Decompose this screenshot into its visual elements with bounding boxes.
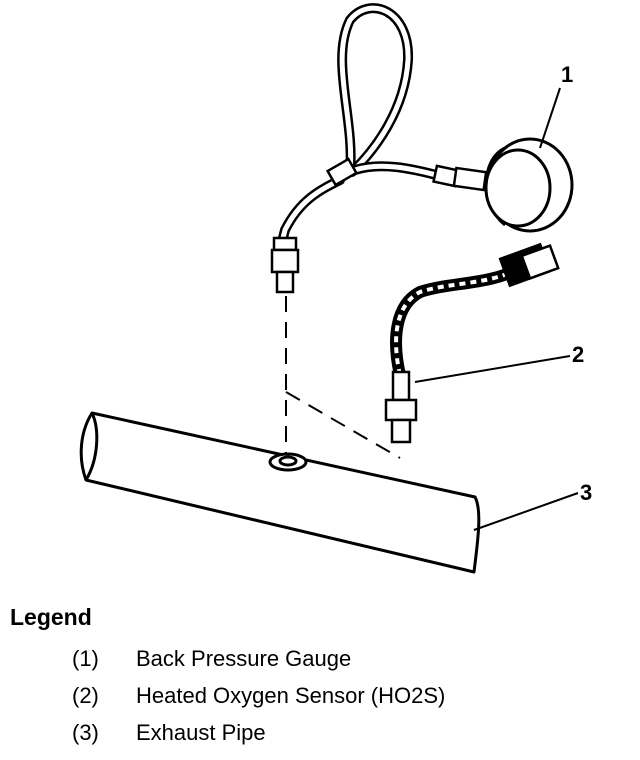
oxygen-sensor <box>384 242 560 444</box>
callout-1: 1 <box>561 62 573 87</box>
callout-3: 3 <box>580 480 592 505</box>
legend-item: (3) Exhaust Pipe <box>10 714 630 751</box>
exhaust-pipe <box>79 411 481 574</box>
legend: Legend (1) Back Pressure Gauge (2) Heate… <box>10 604 630 751</box>
legend-item: (1) Back Pressure Gauge <box>10 640 630 677</box>
legend-title: Legend <box>10 604 92 630</box>
leader-lines <box>414 87 579 531</box>
install-guide-lines <box>285 296 401 459</box>
legend-item-label: Heated Oxygen Sensor (HO2S) <box>136 682 446 708</box>
gauge-hose <box>277 3 445 247</box>
legend-item-label: Exhaust Pipe <box>136 719 266 745</box>
legend-item-label: Back Pressure Gauge <box>136 645 352 671</box>
legend-item-number: (1) <box>72 645 99 671</box>
back-pressure-gauge <box>484 137 574 233</box>
legend-item-number: (3) <box>72 719 99 745</box>
callout-2: 2 <box>572 342 584 367</box>
legend-item-number: (2) <box>72 682 99 708</box>
hose-fittings <box>270 157 488 294</box>
component-diagram: 1 2 3 <box>79 3 592 574</box>
legend-item: (2) Heated Oxygen Sensor (HO2S) <box>10 677 630 714</box>
